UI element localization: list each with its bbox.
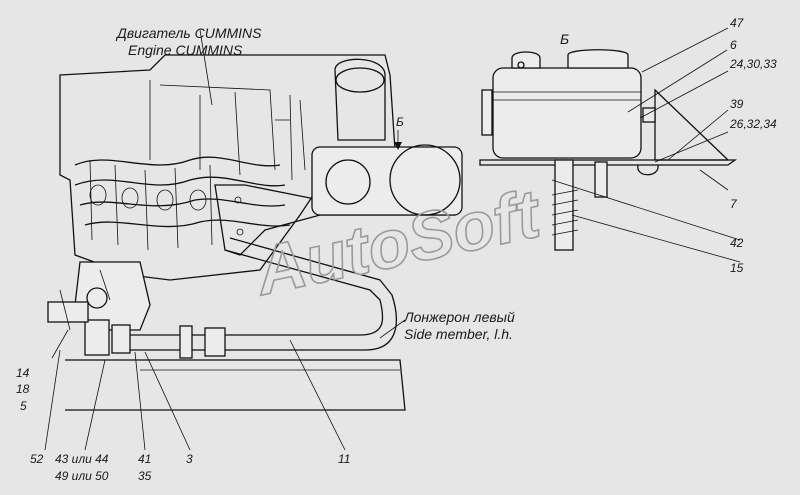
engine-caption-ru: Двигатель CUMMINS	[115, 25, 262, 41]
callout-24-30-33: 24,30,33	[729, 57, 777, 71]
pipe-11	[130, 237, 397, 359]
engine-block	[59, 54, 396, 281]
callout-14: 14	[16, 366, 30, 380]
side-member	[65, 359, 406, 411]
callout-35: 35	[138, 469, 152, 483]
side-member-caption-ru: Лонжерон левый	[403, 309, 515, 325]
callout-43-or-44: 43 или 44	[55, 452, 109, 466]
callout-18: 18	[16, 382, 30, 396]
callout-41: 41	[138, 452, 151, 466]
callout-15: 15	[730, 261, 744, 275]
view-b-label: Б	[560, 31, 569, 47]
callout-49-or-50: 49 или 50	[55, 469, 109, 483]
callout-39: 39	[730, 97, 744, 111]
callout-11: 11	[338, 452, 350, 466]
callout-6: 6	[730, 38, 737, 52]
view-b-arrow	[394, 130, 402, 150]
callout-5: 5	[20, 399, 27, 413]
callout-52: 52	[30, 452, 44, 466]
engine-caption-en: Engine CUMMINS	[128, 42, 243, 58]
side-member-caption-en: Side member, l.h.	[404, 326, 513, 342]
callout-3: 3	[186, 452, 193, 466]
callout-26-32-34: 26,32,34	[729, 117, 777, 131]
callout-7: 7	[730, 197, 738, 211]
lower-reservoir	[311, 144, 463, 216]
valve-assembly	[47, 261, 151, 356]
callout-47: 47	[730, 16, 745, 30]
view-b-arrow-label: Б	[396, 115, 404, 129]
leader-lines	[44, 27, 741, 451]
callout-42: 42	[730, 236, 744, 250]
